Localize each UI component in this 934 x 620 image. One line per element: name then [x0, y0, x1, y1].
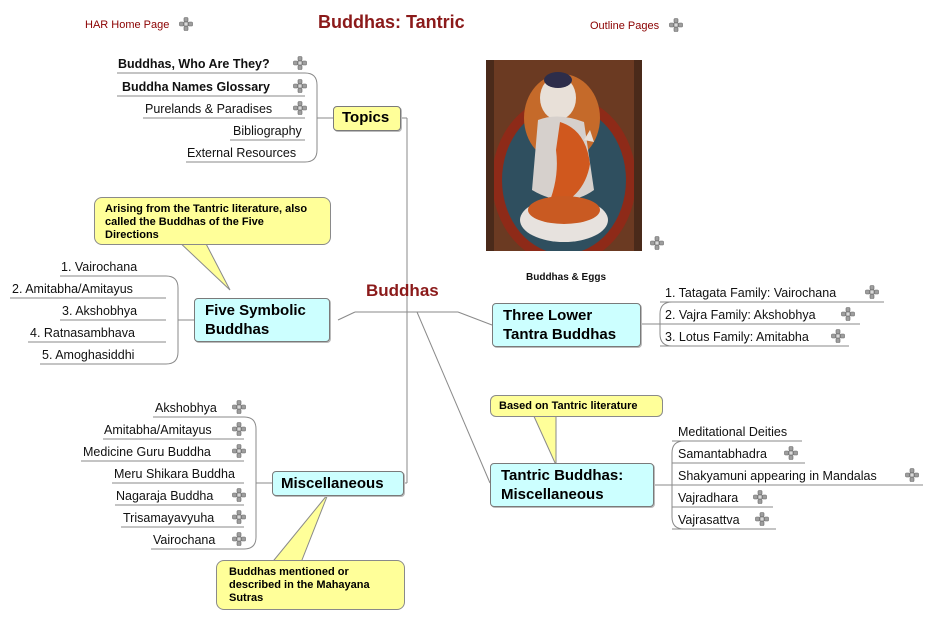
picture-caption: Buddhas & Eggs	[526, 272, 607, 283]
link-knot-icon[interactable]	[755, 512, 769, 526]
link-knot-icon[interactable]	[905, 468, 919, 482]
miscellaneous-node[interactable]: Miscellaneous	[272, 471, 404, 496]
five-symbolic-item-amoghasiddhi[interactable]: 5. Amoghasiddhi	[42, 348, 135, 362]
five-symbolic-item-vairochana[interactable]: 1. Vairochana	[61, 260, 138, 274]
outline-pages-link[interactable]: Outline Pages	[590, 20, 660, 32]
link-knot-icon[interactable]	[293, 56, 307, 70]
three-lower-node[interactable]: Three Lower Tantra Buddhas	[492, 303, 641, 347]
link-knot-icon[interactable]	[865, 285, 879, 299]
tantric-item-vajradhara[interactable]: Vajradhara	[678, 491, 739, 505]
link-knot-icon[interactable]	[232, 510, 246, 524]
buddha-painting-image[interactable]	[486, 60, 642, 251]
five-symbolic-node[interactable]: Five Symbolic Buddhas	[194, 298, 330, 342]
tantric-item-vajrasattva[interactable]: Vajrasattva	[678, 513, 740, 527]
page-title: Buddhas: Tantric	[318, 12, 465, 32]
link-knot-icon[interactable]	[669, 18, 683, 32]
tantric-misc-label-line1: Tantric Buddhas:	[501, 467, 624, 484]
link-knot-icon[interactable]	[232, 532, 246, 546]
topic-item-who-are-they[interactable]: Buddhas, Who Are They?	[118, 57, 270, 71]
link-knot-icon[interactable]	[293, 79, 307, 93]
tantric-item-meditational-deities[interactable]: Meditational Deities	[678, 425, 788, 439]
link-knot-icon[interactable]	[232, 422, 246, 436]
five-symbolic-item-amitabha[interactable]: 2. Amitabha/Amitayus	[12, 282, 133, 296]
topic-item-names-glossary[interactable]: Buddha Names Glossary	[122, 80, 270, 94]
three-lower-item-vajra[interactable]: 2. Vajra Family: Akshobhya	[665, 308, 816, 322]
five-symbolic-callout: Arising from the Tantric literature, als…	[94, 197, 331, 245]
three-lower-label-line2: Tantra Buddhas	[503, 326, 617, 343]
link-knot-icon[interactable]	[841, 307, 855, 321]
tantric-misc-node[interactable]: Tantric Buddhas: Miscellaneous	[490, 463, 654, 507]
tantric-misc-label-line2: Miscellaneous	[501, 486, 604, 503]
topics-node[interactable]: Topics	[333, 106, 401, 131]
tantric-item-shakyamuni[interactable]: Shakyamuni appearing in Mandalas	[678, 469, 877, 483]
misc-item-trisamayavyuha[interactable]: Trisamayavyuha	[123, 511, 215, 525]
misc-item-akshobhya[interactable]: Akshobhya	[155, 401, 217, 415]
link-knot-icon[interactable]	[179, 17, 193, 31]
three-lower-label-line1: Three Lower	[503, 307, 593, 324]
topic-item-bibliography[interactable]: Bibliography	[233, 124, 302, 138]
misc-item-vairochana[interactable]: Vairochana	[153, 533, 216, 547]
misc-item-amitabha[interactable]: Amitabha/Amitayus	[104, 423, 212, 437]
link-knot-icon[interactable]	[232, 488, 246, 502]
tantric-misc-callout-text: Based on Tantric literature	[499, 400, 638, 412]
link-knot-icon[interactable]	[232, 444, 246, 458]
topic-item-purelands[interactable]: Purelands & Paradises	[145, 102, 273, 116]
link-knot-icon[interactable]	[232, 400, 246, 414]
five-symbolic-label-line2: Buddhas	[205, 321, 270, 338]
tantric-item-samantabhadra[interactable]: Samantabhadra	[678, 447, 767, 461]
miscellaneous-callout-text: Buddhas mentioned or described in the Ma…	[229, 566, 370, 604]
five-symbolic-label-line1: Five Symbolic	[205, 302, 306, 319]
har-home-link[interactable]: HAR Home Page	[85, 19, 170, 31]
link-knot-icon[interactable]	[650, 236, 664, 250]
link-knot-icon[interactable]	[293, 101, 307, 115]
link-knot-icon[interactable]	[831, 329, 845, 343]
five-symbolic-callout-text: Arising from the Tantric literature, als…	[105, 203, 308, 241]
miscellaneous-callout: Buddhas mentioned or described in the Ma…	[216, 560, 405, 610]
link-knot-icon[interactable]	[784, 446, 798, 460]
three-lower-item-tatagata[interactable]: 1. Tatagata Family: Vairochana	[665, 286, 837, 300]
link-knot-icon[interactable]	[753, 490, 767, 504]
misc-item-meru-shikara[interactable]: Meru Shikara Buddha	[114, 467, 235, 481]
three-lower-item-lotus[interactable]: 3. Lotus Family: Amitabha	[665, 330, 809, 344]
misc-item-medicine-guru[interactable]: Medicine Guru Buddha	[83, 445, 211, 459]
center-topic[interactable]: Buddhas	[366, 281, 439, 300]
misc-item-nagaraja[interactable]: Nagaraja Buddha	[116, 489, 214, 503]
tantric-misc-callout: Based on Tantric literature	[490, 395, 663, 417]
five-symbolic-item-ratnasambhava[interactable]: 4. Ratnasambhava	[30, 326, 135, 340]
topic-item-external-resources[interactable]: External Resources	[187, 146, 297, 160]
five-symbolic-item-akshobhya[interactable]: 3. Akshobhya	[62, 304, 138, 318]
